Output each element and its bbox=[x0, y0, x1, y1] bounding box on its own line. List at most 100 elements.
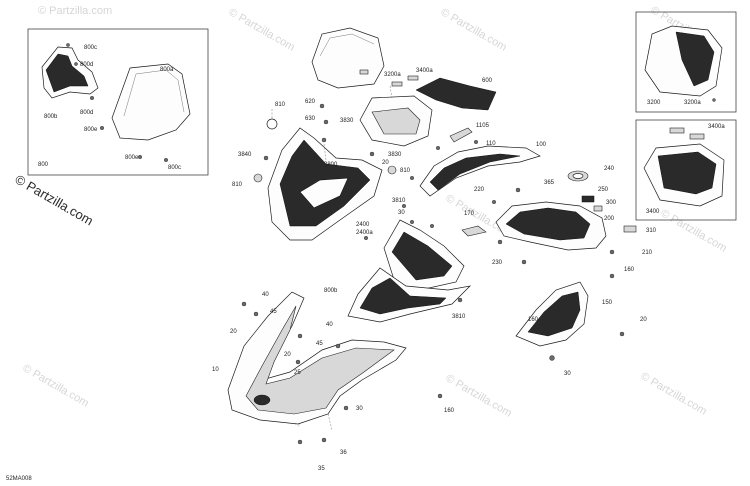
callout-20: 20 bbox=[640, 317, 647, 323]
callout-30: 30 bbox=[398, 210, 405, 216]
callout-160: 160 bbox=[528, 317, 539, 323]
group-front-nose: 40 45 20 40 45 20 10 25 30 160 36 35 bbox=[212, 291, 455, 472]
group-bracket-150: 160 150 160 20 30 bbox=[515, 267, 647, 377]
storage-tray-inner bbox=[371, 107, 421, 135]
inset-frame bbox=[635, 119, 737, 221]
upper-cover-edge bbox=[319, 33, 375, 57]
bolt bbox=[437, 393, 443, 399]
bracket-600-part bbox=[415, 77, 497, 111]
callout-10: 10 bbox=[212, 367, 219, 373]
callout-3810: 3810 bbox=[392, 198, 406, 204]
windshield-edge bbox=[123, 69, 185, 117]
callout-800c: 800c bbox=[84, 45, 97, 51]
callout-3200a: 3200a bbox=[684, 100, 701, 106]
callout-210: 210 bbox=[642, 250, 653, 256]
bolt bbox=[492, 199, 497, 204]
callout-600: 600 bbox=[482, 78, 493, 84]
bolt bbox=[163, 157, 168, 162]
bolt bbox=[253, 311, 259, 317]
bolt bbox=[295, 359, 301, 365]
pad-part bbox=[669, 127, 685, 134]
callout-3200a: 3200a bbox=[384, 72, 401, 78]
watermark: © Partzilla.com bbox=[38, 5, 112, 17]
callout-2400a: 2400a bbox=[356, 230, 373, 236]
switch-250-part bbox=[581, 195, 595, 203]
watermark: © Partzilla.com bbox=[444, 372, 514, 419]
grommet-810 bbox=[253, 173, 263, 183]
ring-240-inner bbox=[572, 173, 584, 179]
bolt bbox=[436, 145, 441, 150]
inset-frame bbox=[635, 11, 737, 113]
bolt bbox=[66, 43, 70, 47]
bolt bbox=[241, 301, 247, 307]
callout-800: 800 bbox=[38, 162, 49, 168]
callout-25: 25 bbox=[294, 370, 301, 376]
callout-800b: 800b bbox=[324, 288, 338, 294]
group-upper-covers: 3200a 3400a 600 bbox=[311, 27, 497, 147]
callout-45: 45 bbox=[270, 309, 277, 315]
callout-3830: 3830 bbox=[388, 152, 402, 158]
callout-30: 30 bbox=[356, 406, 363, 412]
inset-3200: 3200 3200a bbox=[635, 11, 737, 113]
bolt bbox=[609, 273, 615, 279]
callout-100: 100 bbox=[536, 142, 547, 148]
leader-line bbox=[389, 85, 393, 99]
diagram-code: 52MA008 bbox=[6, 476, 32, 482]
bolt bbox=[515, 187, 521, 193]
bolt bbox=[74, 62, 78, 66]
bolt bbox=[319, 103, 325, 109]
callout-1105: 1105 bbox=[476, 123, 490, 129]
bolt bbox=[321, 137, 327, 143]
bolt bbox=[430, 223, 435, 228]
callout-800b: 800b bbox=[44, 114, 58, 120]
bolt bbox=[402, 203, 407, 208]
front-emblem bbox=[253, 394, 271, 406]
group-side-panel: 1105 110 100 bbox=[410, 123, 547, 197]
callout-3800: 3800 bbox=[324, 162, 338, 168]
bolt bbox=[89, 95, 94, 100]
callout-20: 20 bbox=[382, 160, 389, 166]
callout-20: 20 bbox=[284, 352, 291, 358]
bolt bbox=[457, 297, 463, 303]
pad-part bbox=[407, 75, 419, 81]
inset-windshield: 800c 800d 800a 800b 800d 800e 800e 800c … bbox=[27, 28, 209, 176]
inset-frame bbox=[27, 28, 209, 176]
nose-2400-inner bbox=[391, 231, 453, 281]
callout-240: 240 bbox=[604, 166, 615, 172]
callout-150: 150 bbox=[602, 300, 613, 306]
callout-3400: 3400 bbox=[646, 209, 660, 215]
bolt bbox=[609, 249, 615, 255]
callout-800a: 800a bbox=[160, 67, 174, 73]
group-console: 240 365 250 220 300 200 170 310 230 210 bbox=[461, 166, 657, 266]
callout-36: 36 bbox=[340, 450, 347, 456]
callout-40: 40 bbox=[326, 322, 333, 328]
bracket-170-part bbox=[461, 225, 487, 237]
callout-3810: 3810 bbox=[452, 314, 466, 320]
bolt bbox=[712, 98, 716, 102]
callout-800d: 800d bbox=[80, 62, 93, 68]
callout-800e: 800e bbox=[125, 155, 139, 161]
knob-810 bbox=[266, 118, 278, 130]
watermark-main: © Partzilla.com bbox=[13, 172, 96, 229]
callout-800c: 800c bbox=[168, 165, 181, 171]
bolt bbox=[410, 219, 415, 224]
lower-nose-800b-inner bbox=[359, 277, 447, 315]
inset-3400: 3400a 3400 bbox=[635, 119, 737, 221]
callout-800d: 800d bbox=[80, 110, 93, 116]
callout-3200: 3200 bbox=[647, 100, 661, 106]
callout-45: 45 bbox=[316, 341, 323, 347]
watermark: © Partzilla.com bbox=[659, 207, 729, 254]
upper-cover-part bbox=[311, 27, 385, 89]
bolt bbox=[521, 259, 527, 265]
group-middle-nose: 3810 30 2400 2400a 800b 3810 bbox=[324, 198, 472, 323]
callout-30: 30 bbox=[564, 371, 571, 377]
bolt bbox=[474, 139, 479, 144]
callout-220: 220 bbox=[474, 187, 485, 193]
callout-160: 160 bbox=[624, 267, 635, 273]
callout-810: 810 bbox=[400, 168, 411, 174]
watermark: © Partzilla.com bbox=[639, 370, 709, 417]
callout-35: 35 bbox=[318, 466, 325, 472]
pad-part bbox=[391, 81, 403, 87]
bolt bbox=[323, 119, 329, 125]
